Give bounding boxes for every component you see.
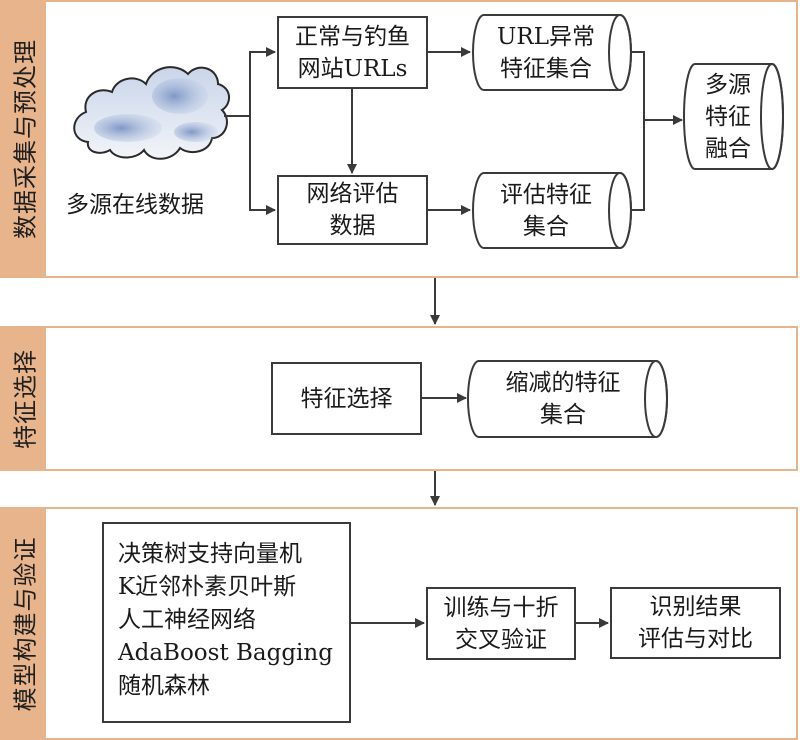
fusion-line: 融合	[705, 135, 751, 162]
url-features-label: URL异常 特征集合	[476, 15, 616, 90]
model-item: K近邻朴素贝叶斯	[118, 574, 297, 600]
eval-features-line: 集合	[523, 213, 569, 240]
network-eval-box-line: 网络评估	[306, 181, 399, 207]
network-eval-box-line: 数据	[329, 213, 376, 239]
model-item: AdaBoost Bagging	[118, 640, 333, 666]
url-features-line: URL异常	[497, 23, 595, 50]
fusion-line: 多源	[705, 71, 751, 98]
urls-box-line: 正常与钓鱼	[295, 23, 410, 50]
lane-header: 数据采集与预处理	[0, 2, 46, 276]
models-box: 决策树支持向量机 K近邻朴素贝叶斯 人工神经网络 AdaBoost Baggin…	[102, 522, 351, 723]
training-box-line: 训练与十折	[443, 594, 559, 621]
model-item: 决策树支持向量机	[118, 541, 302, 567]
network-eval-box: 网络评估 数据	[277, 175, 428, 245]
fusion-label: 多源 特征 融合	[688, 64, 768, 169]
urls-box: 正常与钓鱼 网站URLs	[277, 16, 428, 89]
training-box: 训练与十折 交叉验证	[426, 587, 576, 660]
source-label: 多源在线数据	[66, 192, 204, 218]
result-box-line: 识别结果	[649, 594, 742, 620]
reduced-set-line: 集合	[540, 402, 586, 428]
eval-features-label: 评估特征 集合	[476, 173, 616, 248]
lane-header: 模型构建与验证	[0, 509, 46, 738]
fusion-line: 特征	[705, 103, 751, 130]
feature-selection-label: 特征选择	[300, 385, 393, 412]
model-item: 人工神经网络	[118, 607, 256, 633]
result-box: 识别结果 评估与对比	[610, 587, 781, 659]
training-box-line: 交叉验证	[455, 626, 547, 653]
reduced-set-label: 缩减的特征 集合	[478, 361, 648, 437]
lane-title: 特征选择	[11, 348, 40, 449]
feature-selection-box: 特征选择	[271, 362, 422, 435]
model-item: 随机森林	[118, 673, 210, 699]
eval-features-line: 评估特征	[500, 181, 592, 208]
result-box-line: 评估与对比	[638, 626, 753, 652]
lane-title: 数据采集与预处理	[11, 39, 40, 239]
url-features-line: 特征集合	[499, 55, 592, 82]
reduced-set-line: 缩减的特征	[505, 370, 621, 396]
lane-header: 特征选择	[0, 328, 46, 469]
urls-box-line: 网站URLs	[297, 55, 408, 82]
lane-title: 模型构建与验证	[11, 536, 40, 711]
